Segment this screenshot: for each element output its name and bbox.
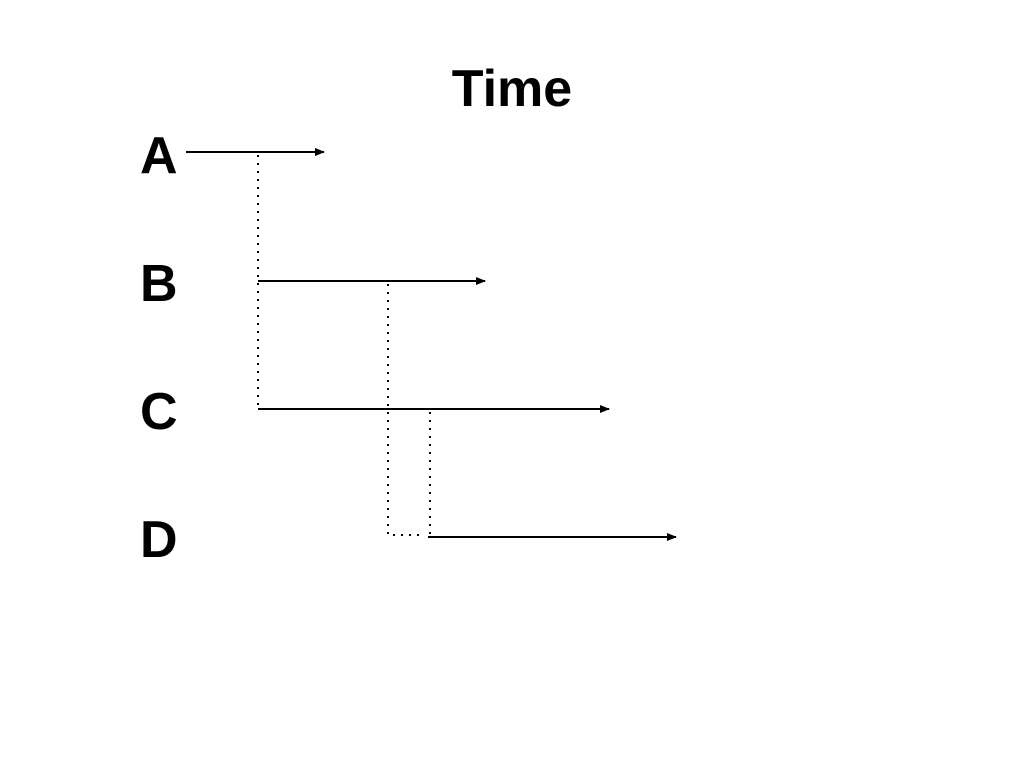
row-label-b: B: [140, 255, 178, 313]
row-label-d: D: [140, 511, 178, 569]
diagram-title: Time: [451, 60, 573, 118]
row-label-c: C: [140, 383, 178, 441]
row-label-a: A: [140, 127, 178, 185]
